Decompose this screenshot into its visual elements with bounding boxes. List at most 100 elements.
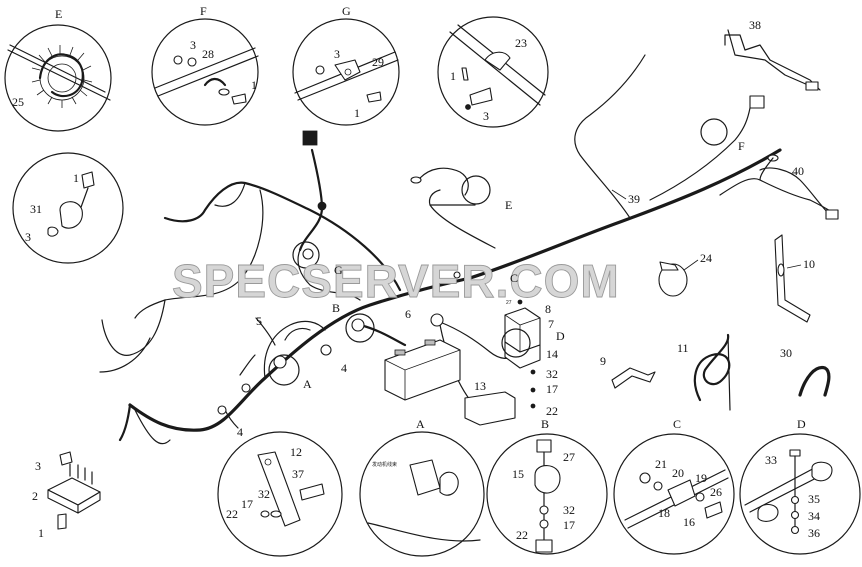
- detail-12-12: 12: [290, 445, 302, 459]
- detail-12-22: 22: [226, 507, 238, 521]
- detail-title-d: D: [797, 417, 806, 431]
- detail-f-1: 1: [251, 78, 257, 92]
- callout-3: 3: [35, 459, 41, 473]
- relay-box: [504, 307, 541, 369]
- ref-circle-b: [345, 313, 375, 343]
- detail-d: [739, 433, 861, 555]
- detail-b-27: 27: [563, 450, 575, 464]
- detail-b-17: 17: [563, 518, 575, 532]
- callout-7: 7: [548, 317, 554, 331]
- detail-23: [437, 16, 549, 128]
- harness-branch-upper: [163, 181, 402, 292]
- callout-32: 32: [546, 367, 558, 381]
- harness-branch-4b-2: [134, 409, 171, 445]
- harness-branch-g: [297, 249, 361, 301]
- callout-22: 22: [546, 404, 558, 418]
- ref-label-f: F: [738, 139, 745, 153]
- part-40: [719, 154, 839, 220]
- callout-11: 11: [677, 341, 689, 355]
- part-11: [693, 333, 731, 411]
- detail-g-29: 29: [372, 55, 384, 69]
- part-2: [47, 451, 101, 530]
- detail-c: [613, 433, 735, 555]
- clamp-4b: [241, 383, 251, 393]
- detail-a-tag: 发动机线束: [372, 461, 397, 468]
- clamp-4c: [217, 405, 227, 415]
- callout-1: 1: [38, 526, 44, 540]
- callout-27: 27: [506, 300, 512, 306]
- detail-title-g: G: [342, 4, 351, 18]
- harness-branch-4b-3: [224, 409, 239, 429]
- battery: [384, 339, 461, 401]
- callout-9: 9: [600, 354, 606, 368]
- connector-bead: [317, 201, 327, 211]
- detail-f-3: 3: [190, 38, 196, 52]
- harness-branch-a2: [284, 327, 311, 341]
- harness-branch-upper-2: [134, 182, 264, 319]
- detail-f: [151, 18, 259, 126]
- detail-g-1: 1: [354, 106, 360, 120]
- ref-label-g: G: [334, 263, 343, 277]
- harness-branch-left-tail: [99, 337, 151, 373]
- ref-circle-f: [700, 118, 728, 146]
- main-harness: [99, 54, 782, 445]
- ref-label-c: C: [510, 271, 518, 285]
- connector-f: [749, 95, 765, 109]
- detail-title-b: B: [541, 417, 549, 431]
- ref-circle-a: [268, 354, 300, 386]
- clamp-trunk: [453, 271, 461, 279]
- ref-circle-d: [501, 328, 531, 358]
- detail-b-22: 22: [516, 528, 528, 542]
- callout-17: 17: [546, 382, 558, 396]
- harness-branch-a3: [239, 354, 256, 376]
- detail-b-15: 15: [512, 467, 524, 481]
- fastener-17: [530, 387, 536, 393]
- detail-title-c: C: [673, 417, 681, 431]
- ref-label-a: A: [303, 377, 312, 391]
- harness-branch-a1: [263, 320, 326, 379]
- harness-branch-top-right: [574, 54, 646, 219]
- detail-c-18: 18: [658, 506, 670, 520]
- callout-30: 30: [780, 346, 792, 360]
- detail-title-e: E: [55, 7, 62, 21]
- harness-branch-left-loop: [101, 299, 166, 356]
- detail-23-1: 1: [450, 69, 456, 83]
- harness-branch-top: [298, 148, 324, 252]
- detail-title-a: A: [416, 417, 425, 431]
- detail-12: [217, 431, 343, 557]
- detail-a: [359, 431, 485, 557]
- detail-23-3: 3: [483, 109, 489, 123]
- clamp-g: [302, 248, 314, 260]
- detail-12-17: 17: [241, 497, 253, 511]
- harness-branch-5: [255, 317, 276, 346]
- detail-f-28: 28: [202, 47, 214, 61]
- detail-c-26: 26: [710, 485, 722, 499]
- clamp-4: [320, 344, 332, 356]
- detail-12-37: 37: [292, 467, 304, 481]
- ref-circle-g: [292, 241, 320, 269]
- detail-b: [486, 433, 608, 555]
- callout-39: 39: [628, 192, 640, 206]
- callout-2: 2: [32, 489, 38, 503]
- detail-31-31: 31: [30, 202, 42, 216]
- watermark: SPECSERVER.COM: [172, 255, 620, 307]
- harness-branch-f: [649, 107, 751, 201]
- harness-branch-4b: [118, 403, 132, 442]
- harness-branch-e-3: [419, 167, 469, 196]
- fastener-32: [530, 369, 536, 375]
- harness-trunk: [128, 148, 782, 432]
- bracket-13: [464, 391, 516, 426]
- callout-13: 13: [474, 379, 486, 393]
- callout-14: 14: [546, 347, 558, 361]
- detail-31-1: 1: [73, 171, 79, 185]
- detail-e-25: 25: [12, 95, 24, 109]
- connector-top: [302, 130, 318, 146]
- ref-circle-e: [461, 175, 491, 205]
- detail-c-20: 20: [672, 466, 684, 480]
- part-9: [611, 367, 656, 389]
- callout-4b: 4: [237, 425, 243, 439]
- connector-e-plug: [410, 176, 422, 184]
- part-10: [774, 234, 811, 323]
- detail-c-21: 21: [655, 457, 667, 471]
